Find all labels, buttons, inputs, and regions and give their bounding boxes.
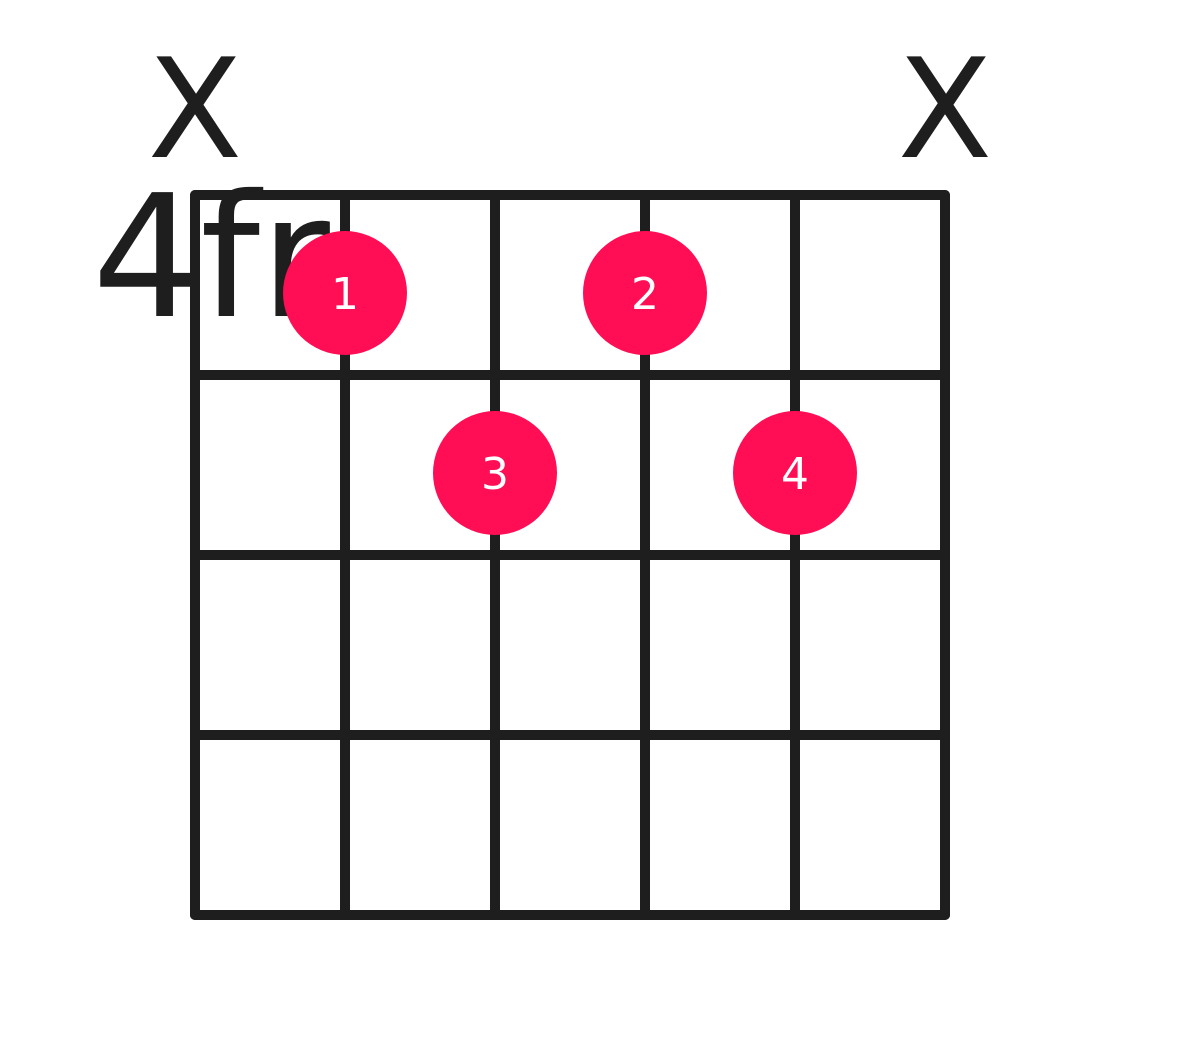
finger-number: 2 [631,269,659,320]
fretboard-grid [190,190,950,920]
finger-dot-circle [283,231,407,355]
finger-number: 4 [781,449,809,500]
finger-positions: 1 2 3 4 [283,231,857,535]
finger-dot-circle [733,411,857,535]
string-mark-1: X [148,29,243,190]
finger-number: 3 [481,449,509,500]
finger-dot-2: 2 [583,231,707,355]
finger-dot-4: 4 [733,411,857,535]
string-mark-6: X [898,29,993,190]
finger-dot-circle [433,411,557,535]
finger-dot-3: 3 [433,411,557,535]
finger-dot-circle [583,231,707,355]
base-fret-label: 4fr [92,159,330,357]
finger-dot-1: 1 [283,231,407,355]
finger-number: 1 [331,269,359,320]
